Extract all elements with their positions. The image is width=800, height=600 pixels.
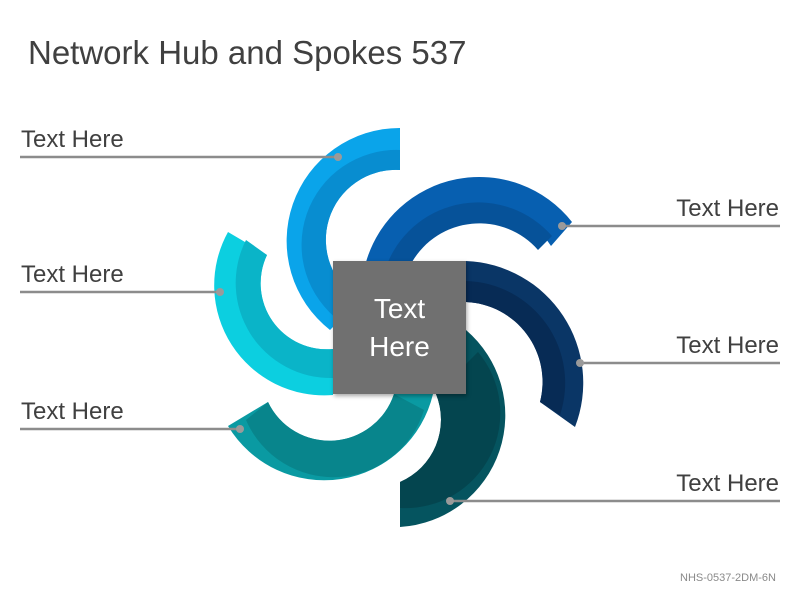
label-left-bottom: Text Here bbox=[21, 398, 124, 425]
spoke-2 bbox=[366, 177, 572, 262]
document-code: NHS-0537-2DM-6N bbox=[680, 572, 776, 584]
spoke-5 bbox=[228, 394, 433, 481]
spoke-6 bbox=[214, 232, 333, 396]
hub-label-line-2: Here bbox=[369, 330, 430, 362]
spoke-3 bbox=[466, 261, 584, 427]
label-left-top: Text Here bbox=[21, 126, 124, 153]
hub-box: Text Here bbox=[333, 261, 466, 394]
spoke-1 bbox=[286, 127, 400, 330]
leader-dots bbox=[216, 153, 584, 505]
label-right-bottom: Text Here bbox=[676, 470, 779, 497]
diagram-title: Network Hub and Spokes 537 bbox=[28, 34, 467, 71]
leader-lines bbox=[20, 155, 780, 503]
hub-label-line-1: Text bbox=[373, 292, 426, 324]
spoke-4 bbox=[400, 330, 506, 527]
label-right-mid: Text Here bbox=[676, 332, 779, 359]
label-left-mid: Text Here bbox=[21, 261, 124, 288]
label-right-top: Text Here bbox=[676, 195, 779, 222]
